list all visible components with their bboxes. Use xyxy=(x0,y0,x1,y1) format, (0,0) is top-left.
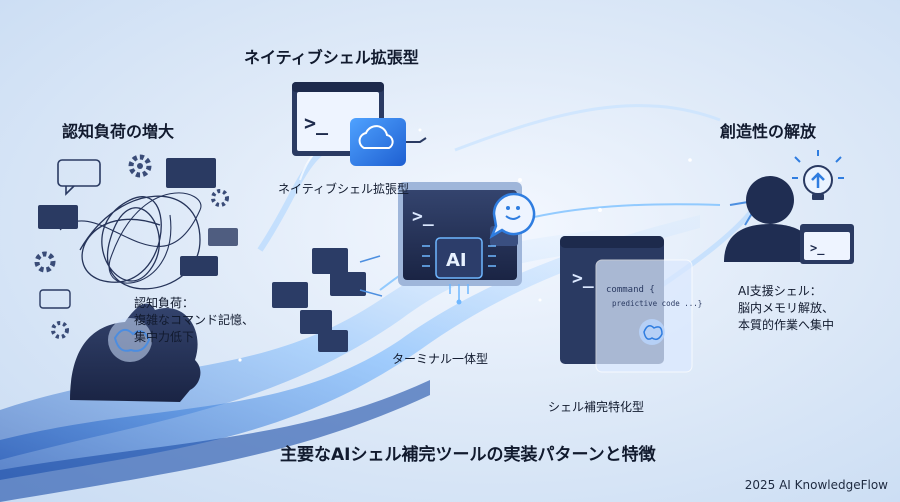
lightbulb-icon xyxy=(792,150,844,200)
terminal-integrated-label: ターミナル一体型 xyxy=(392,352,489,366)
ai-shell-description: AI支援シェル： 脳内メモリ解放、 本質的作業へ集中 xyxy=(738,284,835,332)
ai-terminal-icon: >_ AI xyxy=(398,182,522,305)
creativity-title: 創造性の解放 xyxy=(720,122,817,141)
gear-icon xyxy=(34,154,229,339)
mini-terminal-icon xyxy=(38,158,238,276)
shell-completion-label: シェル補完特化型 xyxy=(548,400,645,414)
prompt-glyph: >_ xyxy=(412,206,434,227)
native-shell-subtitle: ネイティブシェル拡張型 xyxy=(278,182,410,196)
person-icon xyxy=(724,176,816,262)
cognitive-load-title: 認知負荷の増大 xyxy=(62,122,175,141)
prompt-glyph: >_ xyxy=(304,111,329,135)
shell-completion-terminal-icon: >_ command { predictive code ...} xyxy=(560,236,702,373)
credit-text: 2025 AI KnowledgeFlow xyxy=(744,478,888,492)
smile-chat-icon xyxy=(489,192,536,239)
prompt-glyph: >_ xyxy=(572,268,594,289)
main-caption: 主要なAIシェル補完ツールの実装パターンと特徴 xyxy=(280,445,656,465)
code-card-icon xyxy=(272,248,383,352)
cognitive-load-description: 認知負荷： 複雑なコマンド記憶、 集中力低下 xyxy=(134,296,255,344)
stressed-head-icon xyxy=(59,192,202,402)
code-line: command { xyxy=(606,285,655,295)
sparkles xyxy=(238,128,692,362)
ai-chip-label: AI xyxy=(446,250,467,271)
native-shell-title: ネイティブシェル拡張型 xyxy=(244,48,419,67)
prompt-glyph: >_ xyxy=(810,241,825,256)
native-shell-terminal-icon: >_ xyxy=(292,82,427,166)
small-terminal-icon: >_ xyxy=(800,224,854,264)
code-line: predictive code ...} xyxy=(612,299,702,308)
chat-bubble-icon xyxy=(39,159,101,309)
